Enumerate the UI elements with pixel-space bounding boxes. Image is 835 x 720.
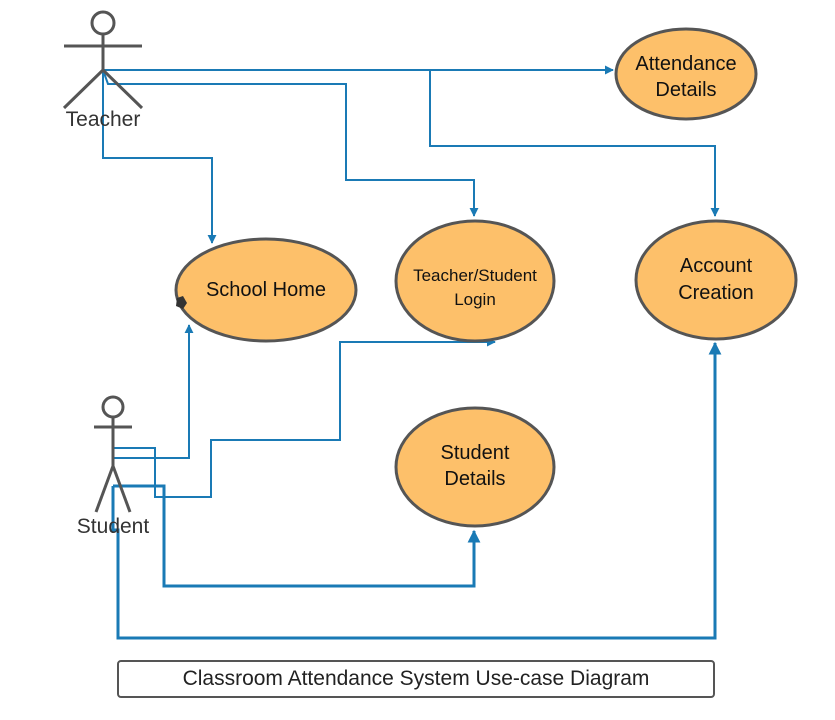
usecase-student-details: Student Details [394,406,556,528]
connector-teacher-account [429,70,720,217]
connector-teacher-login [102,69,479,217]
usecase-label: Login [454,290,496,309]
actor-student: Student [77,395,150,538]
connector-student-login [113,337,496,498]
connector-student-studentdetails [113,484,481,588]
connection-point-marker [176,296,187,309]
usecase-school-home: School Home [174,237,358,343]
connector-teacher-home [102,70,217,244]
usecase-account-creation: Account Creation [634,219,798,341]
usecase-attendance-details: Attendance Details [614,27,758,121]
stick-figure-icon [62,10,144,110]
actor-label: Student [77,515,150,538]
actor-label: Teacher [66,108,141,131]
usecase-label: Details [655,79,716,101]
usecase-label: School Home [206,279,326,301]
diagram-caption: Classroom Attendance System Use-case Dia… [117,660,715,698]
usecase-label: Attendance [635,53,736,75]
usecase-label: Account [680,255,753,277]
usecase-label: Details [444,468,505,490]
connector-student-home [112,324,194,459]
actor-teacher: Teacher [62,10,144,131]
usecase-teacher-student-login: Teacher/Student Login [394,219,556,343]
usecase-label: Student [441,442,510,464]
usecase-label: Teacher/Student [413,266,537,285]
stick-figure-icon [94,395,132,513]
connector-student-account [111,341,722,640]
usecase-label: Creation [678,282,754,304]
